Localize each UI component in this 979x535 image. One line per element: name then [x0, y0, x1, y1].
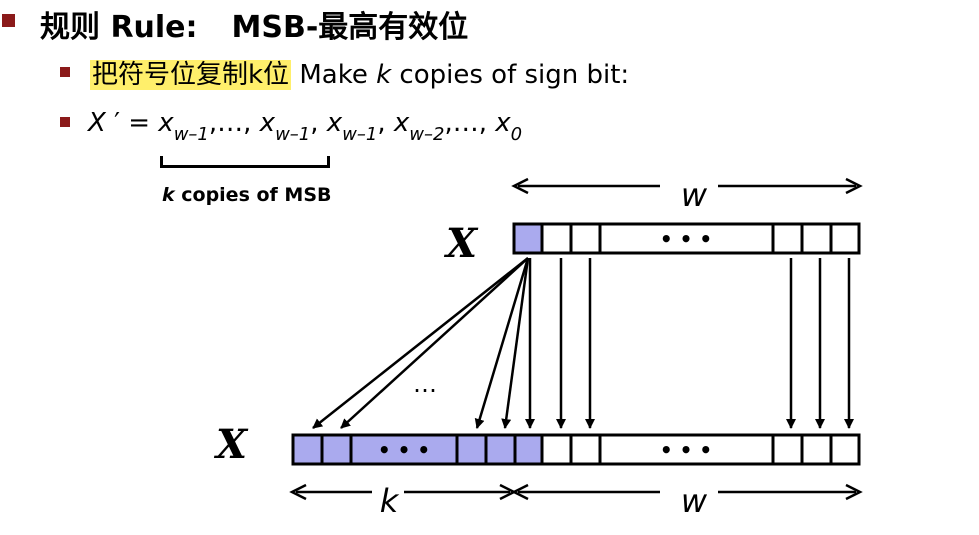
sign-bit-cell [513, 433, 544, 466]
label-x-top: X [443, 220, 479, 267]
title-rule: 规则 Rule: [40, 10, 198, 45]
sign-copy-cell [484, 433, 517, 466]
bit-cell [771, 222, 804, 255]
sign-copy-cell [455, 433, 488, 466]
slide-title: 规则 Rule: MSB-最高有效位 [40, 2, 468, 46]
arrowhead [511, 177, 529, 195]
bullet-square [60, 67, 70, 77]
ellipsis-bottom-left: • • • [378, 438, 430, 462]
k-label: k [380, 482, 400, 520]
width-label-top: w [681, 176, 708, 214]
sign-copy-cell [320, 433, 353, 466]
ellipsis-top: • • • [660, 227, 712, 251]
arrowhead [845, 177, 863, 195]
bit-cell [540, 222, 573, 255]
register-bottom [291, 433, 861, 466]
width-arrow-bottom [511, 483, 863, 501]
label-x-bottom: X [213, 421, 249, 468]
sign-copy-span [349, 433, 459, 466]
bit-cell-span [598, 222, 775, 255]
ellipsis-bottom-right: • • • [660, 438, 712, 462]
bit-cell [829, 222, 861, 255]
title-msb: MSB-最高有效位 [231, 10, 469, 45]
bit-cell [771, 433, 804, 466]
bullet-square [2, 14, 15, 27]
brace-label: k copies of MSB [162, 184, 332, 206]
bit-cell [800, 433, 833, 466]
highlight-chinese: 把符号位复制k位 [90, 60, 292, 90]
sign-copy-cell [291, 433, 324, 466]
bit-cell [829, 433, 861, 466]
msb-brace [160, 156, 330, 168]
sign-bit-cell [512, 222, 544, 255]
copy-arrows [312, 257, 854, 429]
bit-cell [800, 222, 833, 255]
width-label-bottom: w [681, 482, 708, 520]
formula: X ′ = xw–1,…, xw–1, xw–1, xw–2,…, x0 [88, 108, 523, 145]
bullet-make-copies: 把符号位复制k位 Make k copies of sign bit: [90, 60, 630, 90]
register-top [512, 222, 861, 255]
bit-cell [569, 222, 602, 255]
k-width-arrow [289, 483, 517, 501]
bit-cell [540, 433, 573, 466]
arrow-ellipsis: … [413, 370, 437, 398]
bit-cell [569, 433, 602, 466]
bullet-square [60, 117, 70, 127]
